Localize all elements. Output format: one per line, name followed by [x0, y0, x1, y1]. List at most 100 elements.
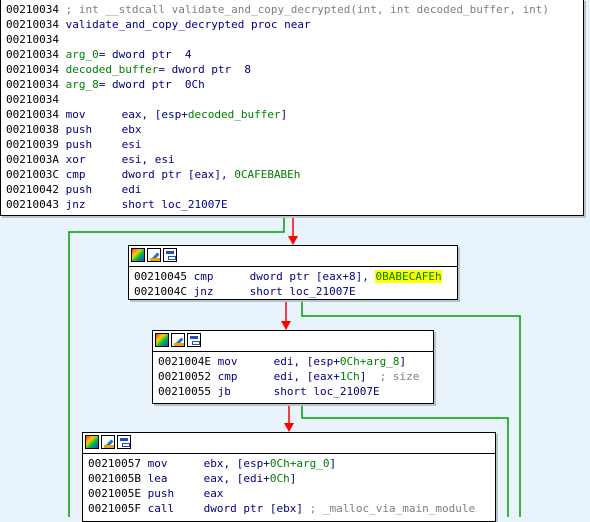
edit-pencil-icon[interactable] — [101, 435, 115, 449]
instruction-operand: eax, [esp+ — [121, 108, 188, 121]
color-palette-icon[interactable] — [85, 435, 99, 449]
edit-pencil-icon[interactable] — [147, 248, 161, 262]
operand-symbol: 0Ch+arg_0 — [269, 457, 330, 470]
asm-line[interactable]: 00210034 ; int __stdcall validate_and_co… — [6, 2, 583, 17]
color-palette-icon[interactable] — [155, 333, 169, 347]
line-address: 00210055 — [158, 385, 211, 398]
asm-line[interactable]: 00210039 push esi — [6, 137, 583, 152]
edge-b2-b3-arrow — [281, 321, 291, 330]
line-address: 0021004C — [134, 285, 187, 298]
line-address: 0021005B — [88, 472, 141, 485]
stack-var-def: = dword ptr 0Ch — [98, 78, 205, 91]
line-address: 00210052 — [158, 370, 211, 383]
line-address: 0021005F — [88, 502, 141, 515]
instruction-mnemonic: jnz — [193, 285, 214, 298]
instruction-mnemonic: mov — [147, 457, 168, 470]
graph-view-icon[interactable] — [187, 333, 201, 347]
instruction-operand: eax, [edi+ — [203, 472, 270, 485]
line-address: 00210034 — [6, 3, 59, 16]
operand-suffix: ] — [329, 457, 337, 470]
block-header — [129, 246, 457, 267]
instruction-operand: dword ptr [eax], — [121, 168, 235, 181]
line-address: 00210034 — [6, 18, 59, 31]
instruction-mnemonic: push — [65, 138, 93, 151]
asm-line[interactable]: 00210034 decoded_buffer= dword ptr 8 — [6, 62, 583, 77]
operand-symbol: 0CAFEBABEh — [234, 168, 301, 181]
operand-symbol: decoded_buffer — [187, 108, 281, 121]
instruction-operand: ebx, [esp+ — [203, 457, 270, 470]
operand-symbol: 0Ch+arg_8 — [339, 355, 400, 368]
operand-suffix: ] — [359, 370, 367, 383]
line-comment: ; _malloc_via_main_module — [302, 502, 476, 515]
instruction-operand: esi — [121, 138, 142, 151]
asm-line[interactable]: 00210034 — [6, 92, 583, 107]
asm-line[interactable]: 00210034 validate_and_copy_decrypted pro… — [6, 17, 583, 32]
operand-symbol: 1Ch — [339, 370, 360, 383]
instruction-operand: ebx — [121, 123, 142, 136]
instruction-mnemonic: push — [147, 487, 175, 500]
line-comment: ; size — [366, 370, 420, 383]
stack-var-def: = dword ptr 4 — [98, 48, 192, 61]
instruction-operand: short loc_21007E — [273, 385, 380, 398]
instruction-mnemonic: jnz — [65, 198, 86, 211]
asm-line[interactable]: 00210057 mov ebx, [esp+0Ch+arg_0] — [88, 456, 495, 471]
stack-var-def: = dword ptr 8 — [158, 63, 252, 76]
proc-label: validate_and_copy_decrypted proc near — [58, 18, 311, 31]
instruction-mnemonic: mov — [217, 355, 238, 368]
asm-line[interactable]: 0021004C jnz short loc_21007E — [134, 284, 457, 299]
stack-var-name: arg_0 — [58, 48, 99, 61]
edge-b1-b2-arrow — [288, 236, 298, 245]
instruction-mnemonic: cmp — [65, 168, 86, 181]
operand-symbol: 0Ch — [269, 472, 290, 485]
instruction-operand: esi, esi — [121, 153, 175, 166]
code-block-entry[interactable]: 00210034 ; int __stdcall validate_and_co… — [0, 0, 584, 216]
instruction-mnemonic: mov — [65, 108, 86, 121]
line-address: 00210034 — [6, 108, 59, 121]
line-address: 00210034 — [6, 48, 59, 61]
line-address: 00210057 — [88, 457, 141, 470]
asm-line[interactable]: 00210034 — [6, 32, 583, 47]
stack-var-name: arg_8 — [58, 78, 99, 91]
instruction-operand: dword ptr [ebx] — [203, 502, 303, 515]
instruction-operand: edi, [eax+ — [273, 370, 340, 383]
instruction-operand: short loc_21007E — [249, 285, 356, 298]
edit-pencil-icon[interactable] — [171, 333, 185, 347]
asm-line[interactable]: 00210034 arg_8= dword ptr 0Ch — [6, 77, 583, 92]
graph-view-icon[interactable] — [117, 435, 131, 449]
instruction-mnemonic: cmp — [193, 270, 214, 283]
instruction-operand: edi, [esp+ — [273, 355, 340, 368]
line-address: 00210034 — [6, 33, 59, 46]
stack-var-name: decoded_buffer — [58, 63, 159, 76]
instruction-operand: eax — [203, 487, 224, 500]
operand-highlighted: 0BABECAFEh — [375, 270, 442, 283]
instruction-operand: edi — [121, 183, 142, 196]
line-comment: ; int __stdcall validate_and_copy_decryp… — [58, 3, 550, 16]
edge-b3-b4-arrow — [284, 423, 294, 432]
color-palette-icon[interactable] — [131, 248, 145, 262]
operand-suffix: ] — [399, 355, 407, 368]
line-address: 00210034 — [6, 78, 59, 91]
graph-view-icon[interactable] — [163, 248, 177, 262]
instruction-operand: short loc_21007E — [121, 198, 228, 211]
instruction-mnemonic: push — [65, 183, 93, 196]
asm-line[interactable]: 00210034 arg_0= dword ptr 4 — [6, 47, 583, 62]
line-address: 00210039 — [6, 138, 59, 151]
line-address: 00210045 — [134, 270, 187, 283]
